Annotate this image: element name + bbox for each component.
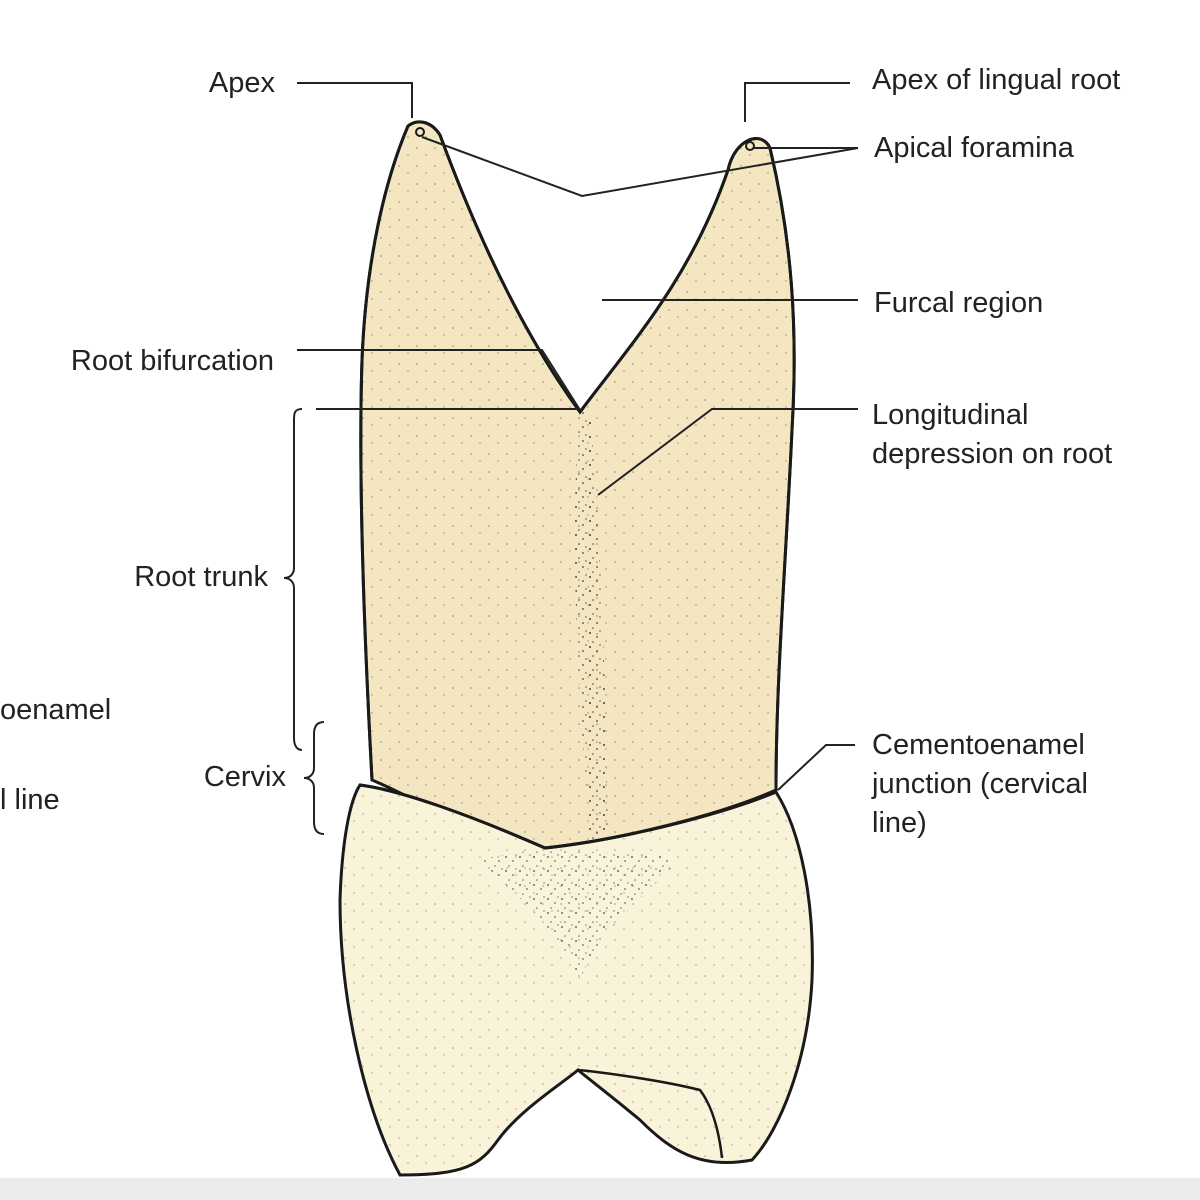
cervical-line xyxy=(359,783,777,850)
label-longitudinal-depression-line2: depression on root xyxy=(872,438,1113,470)
longitudinal-depression-shading xyxy=(574,412,608,840)
leader-cej xyxy=(777,744,855,791)
apical-foramen-lingual xyxy=(745,141,755,151)
apical-foramen-buccal xyxy=(415,127,425,137)
label-root-bifurcation: Root bifurcation xyxy=(70,345,274,377)
label-cej-line2: junction (cervical xyxy=(872,768,1088,800)
label-apex-lingual-root: Apex of lingual root xyxy=(872,64,1121,96)
leader-apex xyxy=(297,82,413,118)
leader-root-bifurcation xyxy=(297,349,581,411)
label-cementoenamel-left-2: l line xyxy=(0,784,60,816)
brace-cervix xyxy=(303,721,325,835)
crown-center-shading xyxy=(480,848,680,980)
label-longitudinal-depression-line1: Longitudinal xyxy=(872,399,1029,431)
label-apical-foramina: Apical foramina xyxy=(874,132,1074,164)
label-apex: Apex xyxy=(208,67,275,99)
label-cej-line1: Cementoenamel xyxy=(872,729,1085,761)
leader-apical-foramina xyxy=(421,136,859,198)
crown-cusp-contour xyxy=(577,1068,724,1159)
label-cementoenamel-left-1: oenamel xyxy=(0,694,112,726)
label-cej-line3: line) xyxy=(872,807,927,839)
label-furcal-region: Furcal region xyxy=(874,287,1044,319)
label-root-trunk: Root trunk xyxy=(134,561,268,593)
label-cervix: Cervix xyxy=(203,761,286,793)
leader-apex-lingual xyxy=(744,82,850,122)
brace-root-trunk xyxy=(283,408,303,751)
bottom-bar xyxy=(0,1178,1200,1200)
root-outline xyxy=(359,120,796,791)
leader-longitudinal-depression xyxy=(597,408,858,496)
crown-stipple xyxy=(340,785,813,1175)
